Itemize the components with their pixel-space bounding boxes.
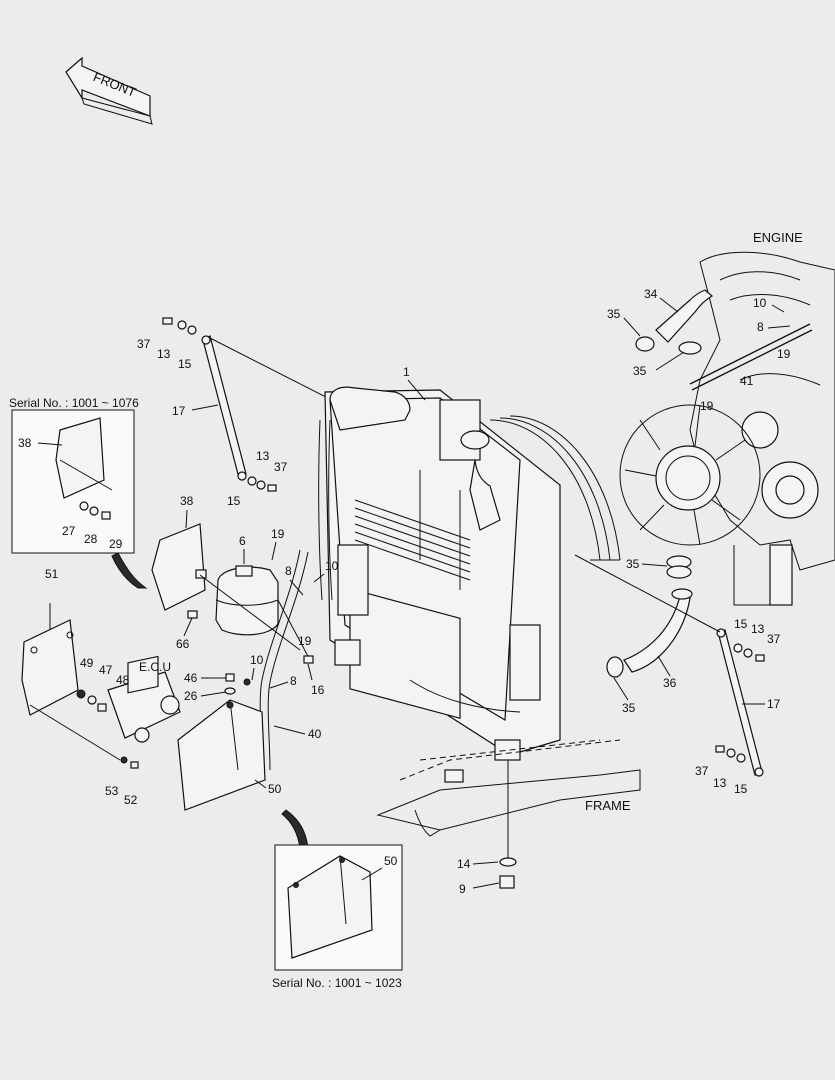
callout-19: 19: [777, 347, 791, 361]
callout-50: 50: [384, 854, 398, 868]
callout-37: 37: [274, 460, 288, 474]
callout-37: 37: [695, 764, 709, 778]
serial-note-bracket: Serial No. : 1001 ~ 1076: [9, 396, 139, 410]
frame-label: FRAME: [585, 798, 631, 813]
callout-38: 38: [18, 436, 32, 450]
support-rod-right: [574, 554, 764, 777]
callout-16: 16: [311, 683, 325, 697]
callout-35: 35: [633, 364, 647, 378]
callout-8: 8: [290, 674, 297, 688]
radiator: [318, 386, 621, 761]
callout-50: 50: [268, 782, 282, 796]
engine-label: ENGINE: [753, 230, 803, 245]
callout-14: 14: [457, 857, 471, 871]
callout-28: 28: [84, 532, 98, 546]
callout-37: 37: [767, 632, 781, 646]
callout-40: 40: [308, 727, 322, 741]
callout-48: 48: [116, 673, 130, 687]
callout-35: 35: [626, 557, 640, 571]
callout-38: 38: [180, 494, 194, 508]
serial-note-cover: Serial No. : 1001 ~ 1023: [272, 976, 402, 990]
callout-47: 47: [99, 663, 113, 677]
callout-34: 34: [644, 287, 658, 301]
reserve-tank: [215, 565, 311, 661]
callout-41: 41: [740, 374, 754, 388]
callout-13: 13: [713, 776, 727, 790]
lower-hose: [606, 555, 693, 678]
callout-10: 10: [753, 296, 767, 310]
callout-8: 8: [757, 320, 764, 334]
callout-19: 19: [700, 399, 714, 413]
callout-35: 35: [607, 307, 621, 321]
callout-51: 51: [45, 567, 59, 581]
callout-49: 49: [80, 656, 94, 670]
callout-17: 17: [172, 404, 186, 418]
ecu-unit: [107, 655, 181, 743]
callout-10: 10: [325, 559, 339, 573]
ecu-label: E.C.U: [139, 660, 171, 674]
bracket-38: [151, 523, 301, 651]
callout-37: 37: [137, 337, 151, 351]
front-arrow: FRONT: [65, 56, 153, 125]
callout-1: 1: [403, 365, 410, 379]
serial-inset-cover: [274, 844, 403, 971]
callout-15: 15: [178, 357, 192, 371]
callout-17: 17: [767, 697, 781, 711]
callout-53: 53: [105, 784, 119, 798]
callout-9: 9: [459, 882, 466, 896]
engine-illustration: [619, 251, 835, 606]
callout-13: 13: [751, 622, 765, 636]
callout-6: 6: [239, 534, 246, 548]
callout-36: 36: [663, 676, 677, 690]
callout-26: 26: [184, 689, 198, 703]
callout-15: 15: [734, 782, 748, 796]
ecu-bracket: [21, 603, 121, 761]
frame: [376, 679, 641, 837]
callout-15: 15: [734, 617, 748, 631]
callout-8: 8: [285, 564, 292, 578]
callout-10: 10: [250, 653, 264, 667]
callout-35: 35: [622, 701, 636, 715]
callout-29: 29: [109, 537, 123, 551]
ecu-cover: [177, 699, 266, 811]
callout-13: 13: [256, 449, 270, 463]
serial-inset-bracket: [11, 409, 148, 589]
callout-19: 19: [271, 527, 285, 541]
callout-66: 66: [176, 637, 190, 651]
callout-27: 27: [62, 524, 76, 538]
callout-13: 13: [157, 347, 171, 361]
callout-15: 15: [227, 494, 241, 508]
upper-hose: [635, 289, 714, 355]
callout-46: 46: [184, 671, 198, 685]
callout-19: 19: [298, 634, 312, 648]
callout-52: 52: [124, 793, 138, 807]
